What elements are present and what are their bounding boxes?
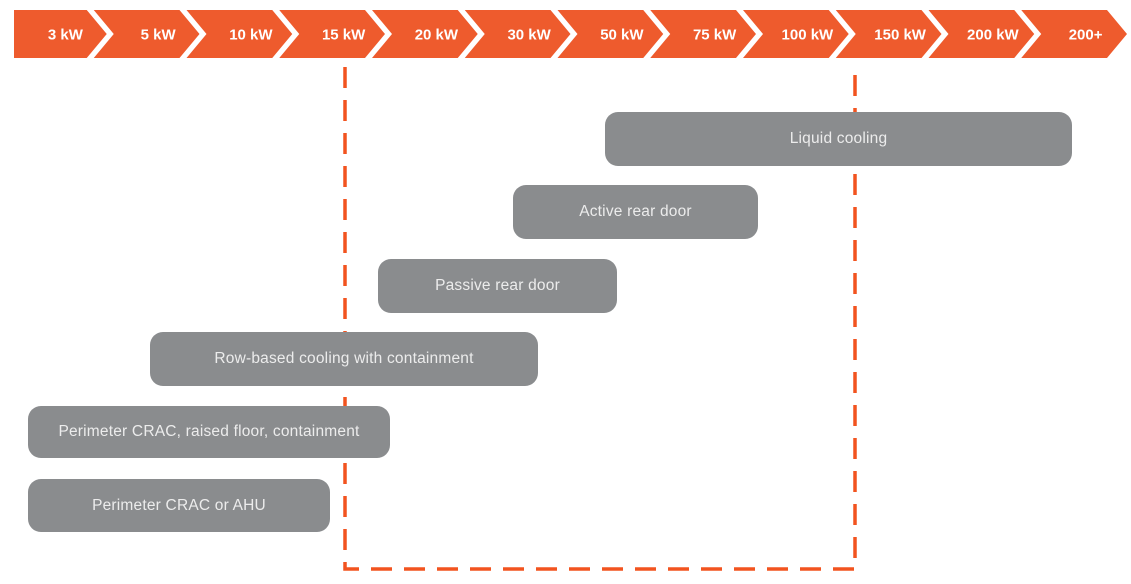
range-bar-label: Perimeter CRAC or AHU [92,496,266,514]
range-bar-active-rear-door: Active rear door [513,185,758,239]
power-scale-tick-label: 15 kW [322,27,366,44]
power-scale-segment [743,10,849,58]
power-scale-segment [464,10,571,58]
range-bar-perimeter-crac-raised-floor-containment: Perimeter CRAC, raised floor, containmen… [28,406,390,458]
power-scale-tick-label: 50 kW [600,27,644,44]
power-scale-tick-label: 5 kW [141,27,177,44]
range-bar-perimeter-crac-or-ahu: Perimeter CRAC or AHU [28,479,330,532]
range-bar-liquid-cooling: Liquid cooling [605,112,1072,166]
power-scale-segment [279,10,385,58]
power-scale-segment [835,10,942,58]
power-scale-segment [650,10,756,58]
power-scale-segment [372,10,478,58]
power-scale-tick-label: 200+ [1069,27,1103,44]
highlight-region-dashed-border [343,67,857,571]
power-scale-tick-label: 3 kW [48,27,84,44]
power-scale-tick-label: 100 kW [782,27,835,44]
power-scale-segment [1021,10,1127,58]
range-bar-label: Passive rear door [435,277,560,294]
power-scale-segment [557,10,664,58]
range-bar-label: Perimeter CRAC, raised floor, containmen… [58,423,360,440]
power-scale-tick-label: 75 kW [693,27,737,44]
power-scale-tick-label: 30 kW [507,27,551,44]
range-bar-passive-rear-door: Passive rear door [378,259,617,313]
power-scale-tick-label: 20 kW [415,27,459,44]
power-scale-tick-label: 150 kW [874,27,927,44]
power-scale-tick-label: 200 kW [967,27,1020,44]
range-bar-label: Active rear door [579,203,692,220]
power-scale-tick-label: 10 kW [229,27,273,44]
power-scale-segment [14,10,107,58]
range-bar-label: Liquid cooling [789,130,888,147]
power-scale-segment [186,10,293,58]
range-bar-label: Row-based cooling with containment [214,350,474,367]
power-scale-segment [928,10,1035,58]
power-scale-segment [93,10,200,58]
range-bar-row-based-cooling-with-containment: Row-based cooling with containment [150,332,538,386]
